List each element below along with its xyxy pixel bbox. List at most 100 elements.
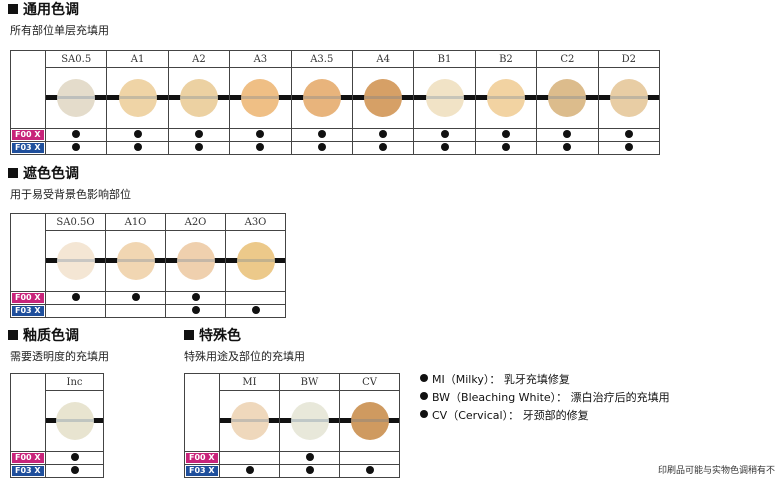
shade-swatch (486, 79, 525, 117)
availability-cell (225, 304, 286, 318)
bullet-icon (420, 374, 428, 382)
shade-swatch (236, 242, 275, 280)
shade-swatch (302, 79, 341, 117)
f00-label: F00 X (12, 293, 44, 303)
available-dot-icon (133, 143, 142, 151)
shade-name: B1 (413, 50, 476, 68)
available-dot-icon (440, 130, 449, 138)
availability-cell (44, 128, 108, 142)
f00-row: F00 X (10, 291, 286, 305)
available-dot-icon (624, 143, 633, 151)
availability-cell (229, 141, 292, 155)
bullet-icon (420, 392, 428, 400)
f03-row: F03 X (10, 464, 104, 478)
shade-swatch-row (11, 67, 661, 129)
f00-label: F00 X (12, 130, 44, 140)
f00-label: F00 X (12, 453, 44, 463)
shade-swatch (350, 402, 389, 440)
shade-header-row: Inc (10, 373, 104, 452)
available-dot-icon (245, 466, 254, 474)
shade-name: B2 (474, 50, 538, 68)
shade-name: CV (339, 373, 400, 391)
available-dot-icon (379, 130, 388, 138)
shade-swatch (118, 79, 157, 117)
f03-label: F03 X (12, 143, 44, 153)
syringe-label-cell: F03 X (10, 464, 46, 478)
f03-row: F03 X (184, 464, 400, 478)
available-dot-icon (317, 143, 326, 151)
shade-name: SA0.5O (45, 213, 106, 231)
shade-swatch-cell (45, 390, 104, 452)
availability-cell (45, 464, 104, 478)
shade-swatch (176, 242, 215, 280)
shade-swatch-cell (279, 390, 340, 452)
shade-name: C2 (536, 50, 599, 68)
availability-cell (106, 128, 169, 142)
availability-cell (165, 291, 226, 305)
available-dot-icon (71, 293, 80, 301)
syringe-label-cell: F00 X (10, 451, 46, 465)
shade-swatch (548, 79, 587, 117)
f00-row: F00 X (184, 451, 400, 465)
section-title: 釉质色调 (23, 328, 79, 344)
syringe-label-cell: F03 X (184, 464, 220, 478)
shade-swatch-cell (44, 67, 108, 129)
shade-name: SA0.5 (44, 50, 108, 68)
enamel-shades-heading: 釉质色调 (8, 328, 79, 344)
f03-label: F03 X (12, 466, 44, 476)
shade-swatch (609, 79, 648, 117)
bullet-icon (420, 410, 428, 418)
shade-name: D2 (597, 50, 661, 68)
shade-swatch-cell (290, 67, 353, 129)
availability-cell (45, 451, 104, 465)
masking-shades-heading: 遮色色调 (8, 166, 79, 182)
availability-cell (106, 141, 169, 155)
available-dot-icon (72, 143, 81, 151)
availability-cell (536, 128, 599, 142)
shade-swatch-cell (536, 67, 599, 129)
corner-cell (10, 50, 46, 129)
f03-label: F03 X (186, 466, 218, 476)
available-dot-icon (379, 143, 388, 151)
syringe-label-cell: F00 X (10, 128, 46, 142)
shade-swatch-cell (165, 230, 226, 292)
availability-cell (474, 128, 538, 142)
note-text: BW（Bleaching White）： 漂白治疗后的充填用 (432, 391, 670, 404)
note-text: CV（Cervical）： 牙颈部的修复 (432, 409, 589, 422)
corner-cell (10, 213, 46, 292)
shade-swatch-row (11, 230, 286, 292)
availability-cell (290, 128, 353, 142)
available-dot-icon (191, 306, 200, 314)
note-milky: MI（Milky）： 乳牙充填修复 (420, 371, 670, 389)
available-dot-icon (72, 130, 81, 138)
availability-cell (351, 141, 415, 155)
shade-swatch (230, 402, 269, 440)
available-dot-icon (133, 130, 142, 138)
corner-cell (10, 373, 46, 452)
square-bullet-icon (184, 330, 194, 340)
shade-swatch-cell (105, 230, 166, 292)
print-color-disclaimer: 印刷品可能与实物色调稍有不 (658, 466, 776, 476)
shade-swatch-cell (167, 67, 231, 129)
shade-swatch-cell (219, 390, 280, 452)
availability-cell (290, 141, 353, 155)
shade-swatch-cell (229, 67, 292, 129)
shade-swatch-row (11, 390, 104, 452)
shade-name: A4 (351, 50, 415, 68)
note-cervical: CV（Cervical）： 牙颈部的修复 (420, 407, 670, 425)
section-title: 遮色色调 (23, 166, 79, 182)
square-bullet-icon (8, 330, 18, 340)
availability-cell (105, 291, 166, 305)
f03-label: F03 X (12, 306, 44, 316)
syringe-label-cell: F03 X (10, 304, 46, 318)
availability-cell (165, 304, 226, 318)
shade-name: A1 (106, 50, 169, 68)
f00-row: F00 X (10, 128, 661, 142)
availability-cell (474, 141, 538, 155)
shade-name: MI (219, 373, 280, 391)
available-dot-icon (440, 143, 449, 151)
special-shades-heading: 特殊色 (184, 328, 241, 344)
